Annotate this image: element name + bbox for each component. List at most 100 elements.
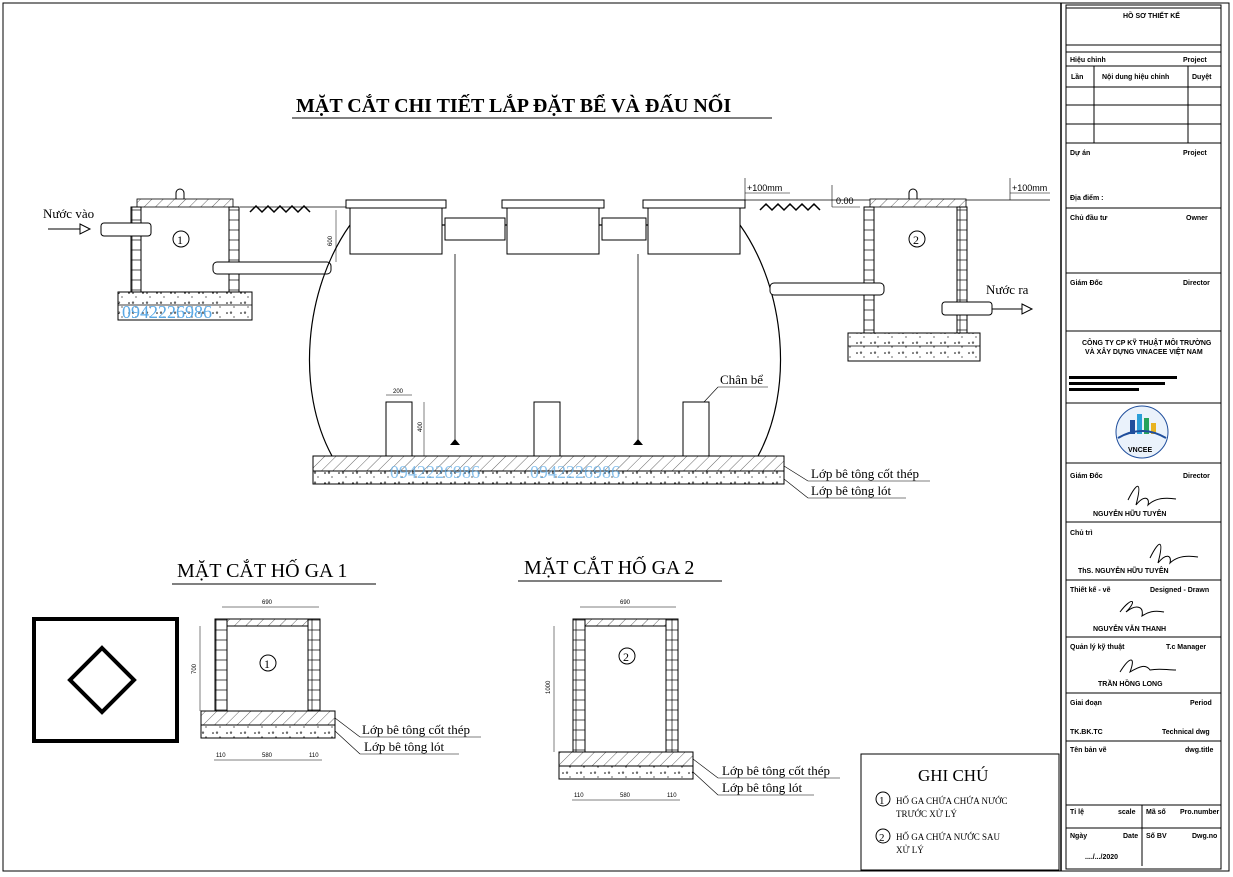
tb-scale-label: Tỉ lệ — [1070, 809, 1084, 816]
tb-revision-label: Hiệu chỉnh — [1070, 57, 1106, 64]
pit-1-slab-reinforced-label: Lớp bê tông cốt thép — [362, 722, 470, 737]
slab-lean-label: Lớp bê tông lót — [811, 483, 892, 498]
legend-item-2-line2: XỬ LÝ — [896, 845, 924, 855]
tb-company-line1: CÔNG TY CP KỸ THUẬT MÔI TRƯỜNG — [1082, 338, 1212, 347]
legend-box: GHI CHÚ 1 HỐ GA CHỨA CHỨA NƯỚC TRƯỚC XỬ … — [860, 753, 1060, 871]
dim-110-c: 110 — [574, 793, 584, 799]
legend-title: GHI CHÚ — [918, 766, 988, 785]
tb-sheet-en: dwg.title — [1185, 747, 1213, 754]
tb-qa-name: TRẦN HỒNG LONG — [1098, 678, 1163, 688]
pit-1-section-number: 1 — [264, 657, 270, 671]
pit-2-section-number: 2 — [623, 650, 629, 664]
slab-lean — [312, 470, 785, 485]
company-logo: VNCEE — [1115, 405, 1169, 459]
tank — [308, 199, 782, 457]
tb-project-en: Project — [1183, 150, 1207, 157]
dim-400: 400 — [418, 421, 424, 432]
level-plus100-right: +100mm — [1012, 183, 1047, 193]
outlet-label: Nước ra — [986, 282, 1029, 297]
tb-director2-label: Giám Đốc — [1070, 472, 1103, 480]
slab-reinforced-label: Lớp bê tông cốt thép — [811, 466, 919, 481]
tb-director-en: Director — [1183, 280, 1210, 287]
pipe-pit1-tank — [212, 261, 332, 275]
signature-1 — [1127, 485, 1177, 507]
title-block: HỒ SƠ THIẾT KẾ Hiệu chỉnh Project Lần Nộ… — [1060, 3, 1222, 871]
tb-date-en: Date — [1123, 833, 1138, 840]
tb-scale-en: scale — [1118, 809, 1136, 816]
pit-2-slab-lean-label: Lớp bê tông lót — [722, 780, 803, 795]
tb-phase-value-en: Technical dwg — [1162, 729, 1210, 736]
signature-2 — [1149, 543, 1199, 565]
section-1-title: MẶT CẮT HỐ GA 1 — [177, 558, 347, 582]
north-symbol — [32, 617, 179, 743]
watermark-2: 0942226986 — [390, 462, 480, 482]
legend-item-2-num: 2 — [879, 832, 885, 844]
tb-revision-en: Project — [1183, 57, 1207, 64]
dim-580-a: 580 — [262, 753, 273, 759]
inlet-label: Nước vào — [43, 206, 94, 221]
dim-690-b: 690 — [620, 600, 631, 606]
tb-code-label: Mã số — [1146, 808, 1167, 816]
tb-design-en: Designed - Drawn — [1150, 587, 1209, 594]
outlet-pipe — [941, 301, 993, 316]
tb-director2-name: NGUYỄN HỮU TUYÊN — [1093, 509, 1166, 518]
legend-item-1-line2: TRƯỚC XỬ LÝ — [896, 809, 957, 819]
tb-dwg-no-en: Dwg.no — [1192, 833, 1217, 840]
pit-2-slab-reinforced-label: Lớp bê tông cốt thép — [722, 763, 830, 778]
tb-director2-en: Director — [1183, 473, 1210, 480]
tb-code-en: Pro.number — [1180, 809, 1220, 816]
dim-600: 600 — [328, 235, 334, 246]
tb-qa-label: Quản lý kỹ thuật — [1070, 644, 1125, 651]
watermark-3: 0942226986 — [530, 462, 620, 482]
tb-phase-value: TK.BK.TC — [1070, 729, 1103, 736]
tb-project-label: Dự án — [1070, 150, 1090, 157]
legend-item-1-num: 1 — [879, 795, 885, 807]
pit-1-main: 1 — [117, 188, 253, 321]
section-2-title: MẶT CẮT HỐ GA 2 — [524, 555, 694, 579]
level-zero: 0.00 — [836, 196, 854, 206]
dim-580-b: 580 — [620, 793, 631, 799]
tb-rev-col-lan: Lần — [1071, 72, 1083, 81]
tb-director-label: Giám Đốc — [1070, 279, 1103, 287]
pit-2-section: 690 1000 2 110 580 110 — [546, 600, 694, 801]
dim-1000: 1000 — [546, 680, 552, 694]
tb-date-label: Ngày — [1070, 833, 1087, 840]
tb-rev-col-content: Nội dung hiệu chỉnh — [1102, 74, 1169, 81]
tb-company-line2: VÀ XÂY DỰNG VINACEE VIỆT NAM — [1085, 347, 1203, 356]
tb-rev-col-approve: Duyệt — [1192, 74, 1212, 81]
legend-item-1-line1: HỐ GA CHỨA CHỨA NƯỚC — [896, 796, 1007, 806]
tb-phase-label: Giai đoạn — [1070, 700, 1102, 707]
logo-text: VNCEE — [1128, 447, 1152, 454]
tb-header: HỒ SƠ THIẾT KẾ — [1123, 10, 1180, 20]
grass-left — [249, 204, 311, 214]
pit-1-section: 690 700 1 110 580 110 — [192, 600, 336, 761]
tb-dwg-no-label: Số BV — [1146, 832, 1167, 840]
tb-owner-en: Owner — [1186, 215, 1208, 222]
signature-4 — [1119, 659, 1177, 674]
tb-phase-en: Period — [1190, 700, 1212, 707]
pit-1-slab-lean-label: Lớp bê tông lót — [364, 739, 445, 754]
grass-right — [759, 202, 821, 212]
pipe-tank-pit2 — [769, 282, 885, 296]
dim-110-a: 110 — [216, 753, 226, 759]
tb-location-label: Địa điểm : — [1070, 194, 1103, 202]
tb-owner-label: Chủ đầu tư — [1070, 213, 1108, 222]
signature-3 — [1119, 601, 1165, 618]
tb-chair-label: Chủ trì — [1070, 530, 1093, 537]
level-plus100-left: +100mm — [747, 183, 782, 193]
tank-foot-label: Chân bể — [720, 372, 763, 387]
tb-design-label: Thiết kế - vẽ — [1070, 586, 1111, 594]
dim-110-d: 110 — [667, 793, 677, 799]
pit-2-main: 2 — [847, 188, 981, 362]
dim-200: 200 — [393, 389, 404, 395]
legend-item-2-line1: HỐ GA CHỨA NƯỚC SAU — [896, 832, 1000, 842]
tb-chair-name: ThS. NGUYỄN HỮU TUYÊN — [1078, 566, 1169, 575]
dim-700: 700 — [192, 663, 198, 674]
tb-sheet-label: Tên bản vẽ — [1070, 747, 1107, 754]
pit-1-number: 1 — [177, 233, 183, 247]
main-title: MẶT CẮT CHI TIẾT LẮP ĐẶT BỂ VÀ ĐẤU NỐI — [296, 93, 731, 117]
dim-690-a: 690 — [262, 600, 273, 606]
tb-date-value: ..../.../2020 — [1085, 854, 1118, 861]
watermark-1: 0942226986 — [122, 302, 212, 322]
